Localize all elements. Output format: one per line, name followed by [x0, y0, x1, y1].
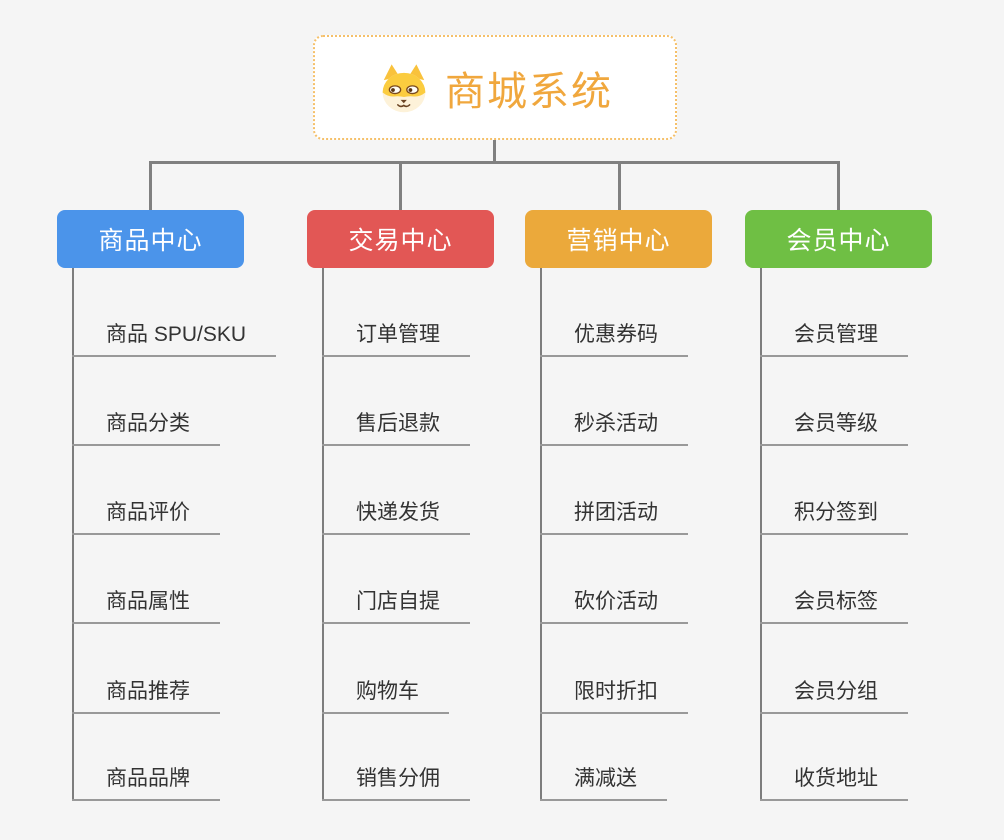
node-item[interactable]: 商品评价	[72, 497, 220, 535]
node-item[interactable]: 会员等级	[760, 408, 908, 446]
node-item[interactable]: 会员分组	[760, 676, 908, 714]
node-item[interactable]: 会员标签	[760, 586, 908, 624]
connector-drop	[399, 161, 402, 211]
category-node-product[interactable]: 商品中心	[57, 210, 244, 268]
branch-product-center: 商品中心 商品 SPU/SKU 商品分类 商品评价 商品属性 商品推荐 商品品牌	[57, 210, 277, 801]
connector-drop	[837, 161, 840, 211]
category-node-trade[interactable]: 交易中心	[307, 210, 494, 268]
node-item[interactable]: 收货地址	[760, 763, 908, 801]
node-item[interactable]: 销售分佣	[322, 763, 470, 801]
branch-member-center: 会员中心 会员管理 会员等级 积分签到 会员标签 会员分组 收货地址	[745, 210, 932, 801]
node-item[interactable]: 门店自提	[322, 586, 470, 624]
node-item[interactable]: 购物车	[322, 676, 449, 714]
category-node-marketing[interactable]: 营销中心	[525, 210, 712, 268]
node-item[interactable]: 商品分类	[72, 408, 220, 446]
connector-horizontal-bar	[149, 161, 840, 164]
category-node-member[interactable]: 会员中心	[745, 210, 932, 268]
connector-root-stem	[493, 140, 496, 163]
branch-trade-center: 交易中心 订单管理 售后退款 快递发货 门店自提 购物车 销售分佣	[307, 210, 494, 801]
node-item[interactable]: 会员管理	[760, 319, 908, 357]
node-item[interactable]: 满减送	[540, 763, 667, 801]
node-item[interactable]: 售后退款	[322, 408, 470, 446]
root-title: 商城系统	[445, 69, 613, 114]
node-item[interactable]: 优惠券码	[540, 319, 688, 357]
branch-marketing-center: 营销中心 优惠券码 秒杀活动 拼团活动 砍价活动 限时折扣 满减送	[525, 210, 712, 801]
node-item[interactable]: 商品 SPU/SKU	[72, 319, 277, 357]
node-item[interactable]: 商品推荐	[72, 676, 220, 714]
node-item[interactable]: 拼团活动	[540, 497, 688, 535]
node-item[interactable]: 砍价活动	[540, 586, 688, 624]
node-item[interactable]: 限时折扣	[540, 676, 688, 714]
node-item[interactable]: 快递发货	[322, 497, 470, 535]
node-item[interactable]: 商品属性	[72, 586, 220, 624]
node-item[interactable]: 积分签到	[760, 497, 908, 535]
dog-face-icon	[382, 63, 426, 112]
connector-drop	[618, 161, 621, 211]
node-item[interactable]: 商品品牌	[72, 763, 220, 801]
root-node[interactable]: 商城系统	[313, 35, 677, 140]
node-item[interactable]: 订单管理	[322, 319, 470, 357]
connector-drop	[149, 161, 152, 211]
node-item[interactable]: 秒杀活动	[540, 408, 688, 446]
